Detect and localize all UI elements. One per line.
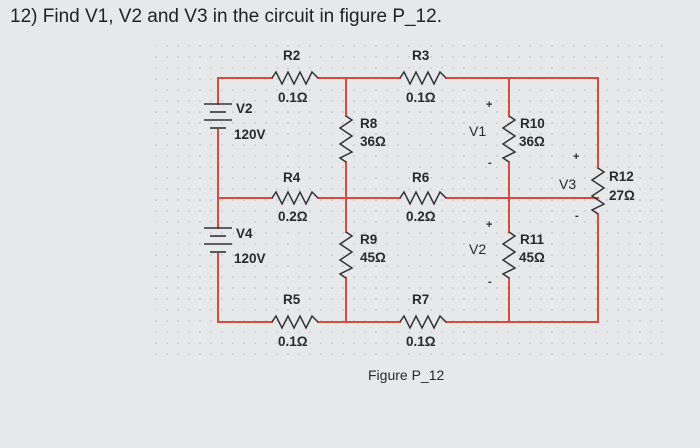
- v1-minus-sign: -: [488, 157, 492, 169]
- r10-label: R10: [520, 116, 545, 131]
- wires: [217, 77, 599, 323]
- resistor-r7-symbol: [399, 314, 447, 330]
- r4-label: R4: [283, 170, 301, 185]
- battery-v4-symbol: [204, 227, 232, 253]
- resistor-r8-symbol: [338, 115, 354, 163]
- r9-value: 45Ω: [360, 250, 386, 265]
- r2-value: 0.1Ω: [278, 90, 308, 105]
- v4-source-label: V4: [236, 226, 253, 241]
- r9-label: R9: [360, 232, 377, 247]
- v3-plus-sign: +: [573, 151, 579, 163]
- r6-value: 0.2Ω: [406, 209, 436, 224]
- r8-label: R8: [360, 116, 378, 131]
- r5-value: 0.1Ω: [278, 334, 308, 349]
- question-text: 12) Find V1, V2 and V3 in the circuit in…: [10, 6, 442, 27]
- r10-value: 36Ω: [519, 134, 545, 149]
- resistor-r4-symbol: [271, 190, 319, 206]
- v1-probe-label: V1: [469, 123, 486, 139]
- r7-label: R7: [412, 292, 429, 307]
- v2-source-label: V2: [236, 101, 253, 116]
- battery-v2-symbol: [204, 103, 232, 129]
- resistor-r11-symbol: [501, 231, 517, 279]
- v4-source-value: 120V: [234, 251, 266, 266]
- r3-value: 0.1Ω: [406, 90, 436, 105]
- r5-label: R5: [283, 292, 301, 307]
- resistor-r9-symbol: [338, 231, 354, 279]
- resistor-r12-symbol: [590, 167, 606, 215]
- r4-value: 0.2Ω: [278, 209, 308, 224]
- r11-value: 45Ω: [519, 250, 545, 265]
- v1-plus-sign: +: [486, 99, 492, 111]
- v2-source-value: 120V: [234, 127, 266, 142]
- r7-value: 0.1Ω: [406, 334, 436, 349]
- r3-label: R3: [412, 48, 430, 63]
- v2-probe-label: V2: [469, 241, 486, 257]
- resistor-r2-symbol: [271, 70, 319, 86]
- r11-label: R11: [520, 232, 545, 247]
- r6-label: R6: [412, 170, 430, 185]
- v2-plus-sign: +: [486, 219, 492, 231]
- resistor-r3-symbol: [399, 70, 447, 86]
- resistor-r5-symbol: [271, 314, 319, 330]
- v2-minus-sign: -: [488, 276, 492, 288]
- figure-caption: Figure P_12: [368, 367, 444, 383]
- resistor-r6-symbol: [399, 190, 447, 206]
- v3-probe-label: V3: [559, 176, 576, 192]
- r12-label: R12: [609, 169, 634, 184]
- resistor-r10-symbol: [501, 115, 517, 163]
- r2-label: R2: [283, 48, 300, 63]
- r8-value: 36Ω: [360, 134, 386, 149]
- r12-value: 27Ω: [609, 188, 635, 203]
- v3-minus-sign: -: [575, 210, 579, 222]
